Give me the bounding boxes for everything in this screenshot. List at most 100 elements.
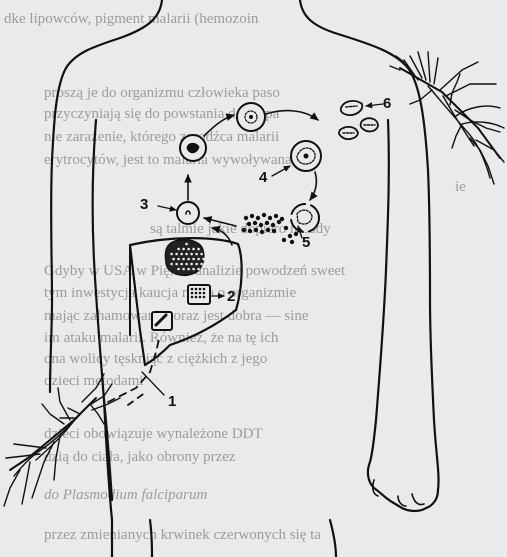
merozoite xyxy=(262,213,266,217)
erythrocyte-segmenter xyxy=(291,141,321,171)
merozoite xyxy=(294,232,298,236)
merozoite-dot xyxy=(199,296,202,299)
merozoite xyxy=(277,220,281,224)
label-1: 1 xyxy=(168,393,176,410)
human-body-outline xyxy=(50,0,439,557)
merozoite xyxy=(260,230,264,234)
arrow-schizont-to-gametocyte xyxy=(266,111,318,120)
schizont-dot xyxy=(180,253,183,256)
merozoite xyxy=(266,228,270,232)
liver-schizont-cluster xyxy=(165,240,204,276)
merozoite-dot xyxy=(195,296,198,299)
gametocytes xyxy=(339,101,378,139)
schizont-dot xyxy=(177,268,180,271)
label-4-leader xyxy=(272,166,290,176)
merozoite xyxy=(244,216,248,220)
schizont-dot xyxy=(197,248,200,251)
merozoite-dot xyxy=(191,296,194,299)
merozoite xyxy=(253,221,257,225)
schizont-dot xyxy=(187,258,190,261)
schizont-dot xyxy=(185,243,188,246)
schizont-dot xyxy=(190,263,193,266)
merozoite xyxy=(259,223,263,227)
schizont-dot xyxy=(197,268,200,271)
torso-right-line xyxy=(330,520,336,557)
right-hand-outline xyxy=(368,462,438,511)
schizont-dot xyxy=(187,268,190,271)
merozoite xyxy=(288,234,292,238)
schizont-dot xyxy=(170,263,173,266)
schizont-dot xyxy=(200,263,203,266)
merozoite-dot xyxy=(191,288,194,291)
schizont-dot xyxy=(187,248,190,251)
schizont-dot xyxy=(197,258,200,261)
merozoite-dot xyxy=(203,292,206,295)
schizont-dot xyxy=(180,263,183,266)
merozoite xyxy=(250,214,254,218)
schizont-dot xyxy=(182,258,185,261)
merozoite-dot xyxy=(191,292,194,295)
schizont-dot xyxy=(185,263,188,266)
leg-left-line xyxy=(150,520,152,557)
merozoite xyxy=(268,216,272,220)
schizont-dot xyxy=(182,248,185,251)
schizont-dot xyxy=(192,258,195,261)
arrow-trophozoite-to-schizont xyxy=(204,115,234,136)
erythrocyte-trophozoite xyxy=(180,135,206,161)
schizont-dot xyxy=(170,253,173,256)
bite-site-dashes xyxy=(128,392,146,405)
sporozoite-path xyxy=(108,335,160,402)
merozoite xyxy=(265,221,269,225)
free-merozoites xyxy=(242,213,298,244)
schizont-dot xyxy=(185,253,188,256)
label-6-leader xyxy=(366,104,383,106)
label-3-leader xyxy=(158,206,176,210)
merozoite-dot xyxy=(199,288,202,291)
label-6: 6 xyxy=(383,95,391,112)
schizont-dot xyxy=(177,248,180,251)
label-5: 5 xyxy=(302,234,310,251)
merozoite xyxy=(248,229,252,233)
schizont-dot xyxy=(190,253,193,256)
sporozoite-cell xyxy=(152,312,172,330)
merozoite-dot xyxy=(195,288,198,291)
schizont-dot xyxy=(177,258,180,261)
schizont-dot xyxy=(192,268,195,271)
schizont-dot xyxy=(200,253,203,256)
schizont-dot xyxy=(192,248,195,251)
left-arm-inner-outline xyxy=(93,120,112,557)
schizont-dot xyxy=(182,268,185,271)
arrow-segmenter-to-rupture xyxy=(310,172,316,200)
merozoite xyxy=(284,226,288,230)
erythrocyte-ring-stage xyxy=(177,202,199,224)
merozoite xyxy=(271,223,275,227)
merozoite xyxy=(242,228,246,232)
schizont-dot xyxy=(195,253,198,256)
label-3: 3 xyxy=(140,196,148,213)
right-arm-inner-outline xyxy=(370,120,389,462)
schizont-dot xyxy=(175,253,178,256)
liver-stage-cell-2 xyxy=(188,285,210,304)
arrow-merozoites-to-ring xyxy=(204,218,236,226)
merozoite xyxy=(282,238,286,242)
merozoite xyxy=(272,229,276,233)
merozoite xyxy=(290,240,294,244)
right-arm-outline xyxy=(300,0,439,490)
schizont-dot xyxy=(195,263,198,266)
label-4: 4 xyxy=(259,169,268,186)
merozoite xyxy=(256,216,260,220)
erythrocyte-schizont-top xyxy=(237,103,265,131)
erythrocyte-rupture xyxy=(291,204,319,232)
label-2: 2 xyxy=(227,288,235,305)
schizont-dot xyxy=(172,258,175,261)
schizont-dot xyxy=(175,263,178,266)
merozoite xyxy=(274,214,278,218)
schizont-dot xyxy=(202,258,205,261)
merozoite-dot xyxy=(203,296,206,299)
merozoite xyxy=(254,228,258,232)
merozoite-dot xyxy=(203,288,206,291)
merozoite-dot xyxy=(195,292,198,295)
merozoite xyxy=(247,222,251,226)
merozoite-dot xyxy=(199,292,202,295)
